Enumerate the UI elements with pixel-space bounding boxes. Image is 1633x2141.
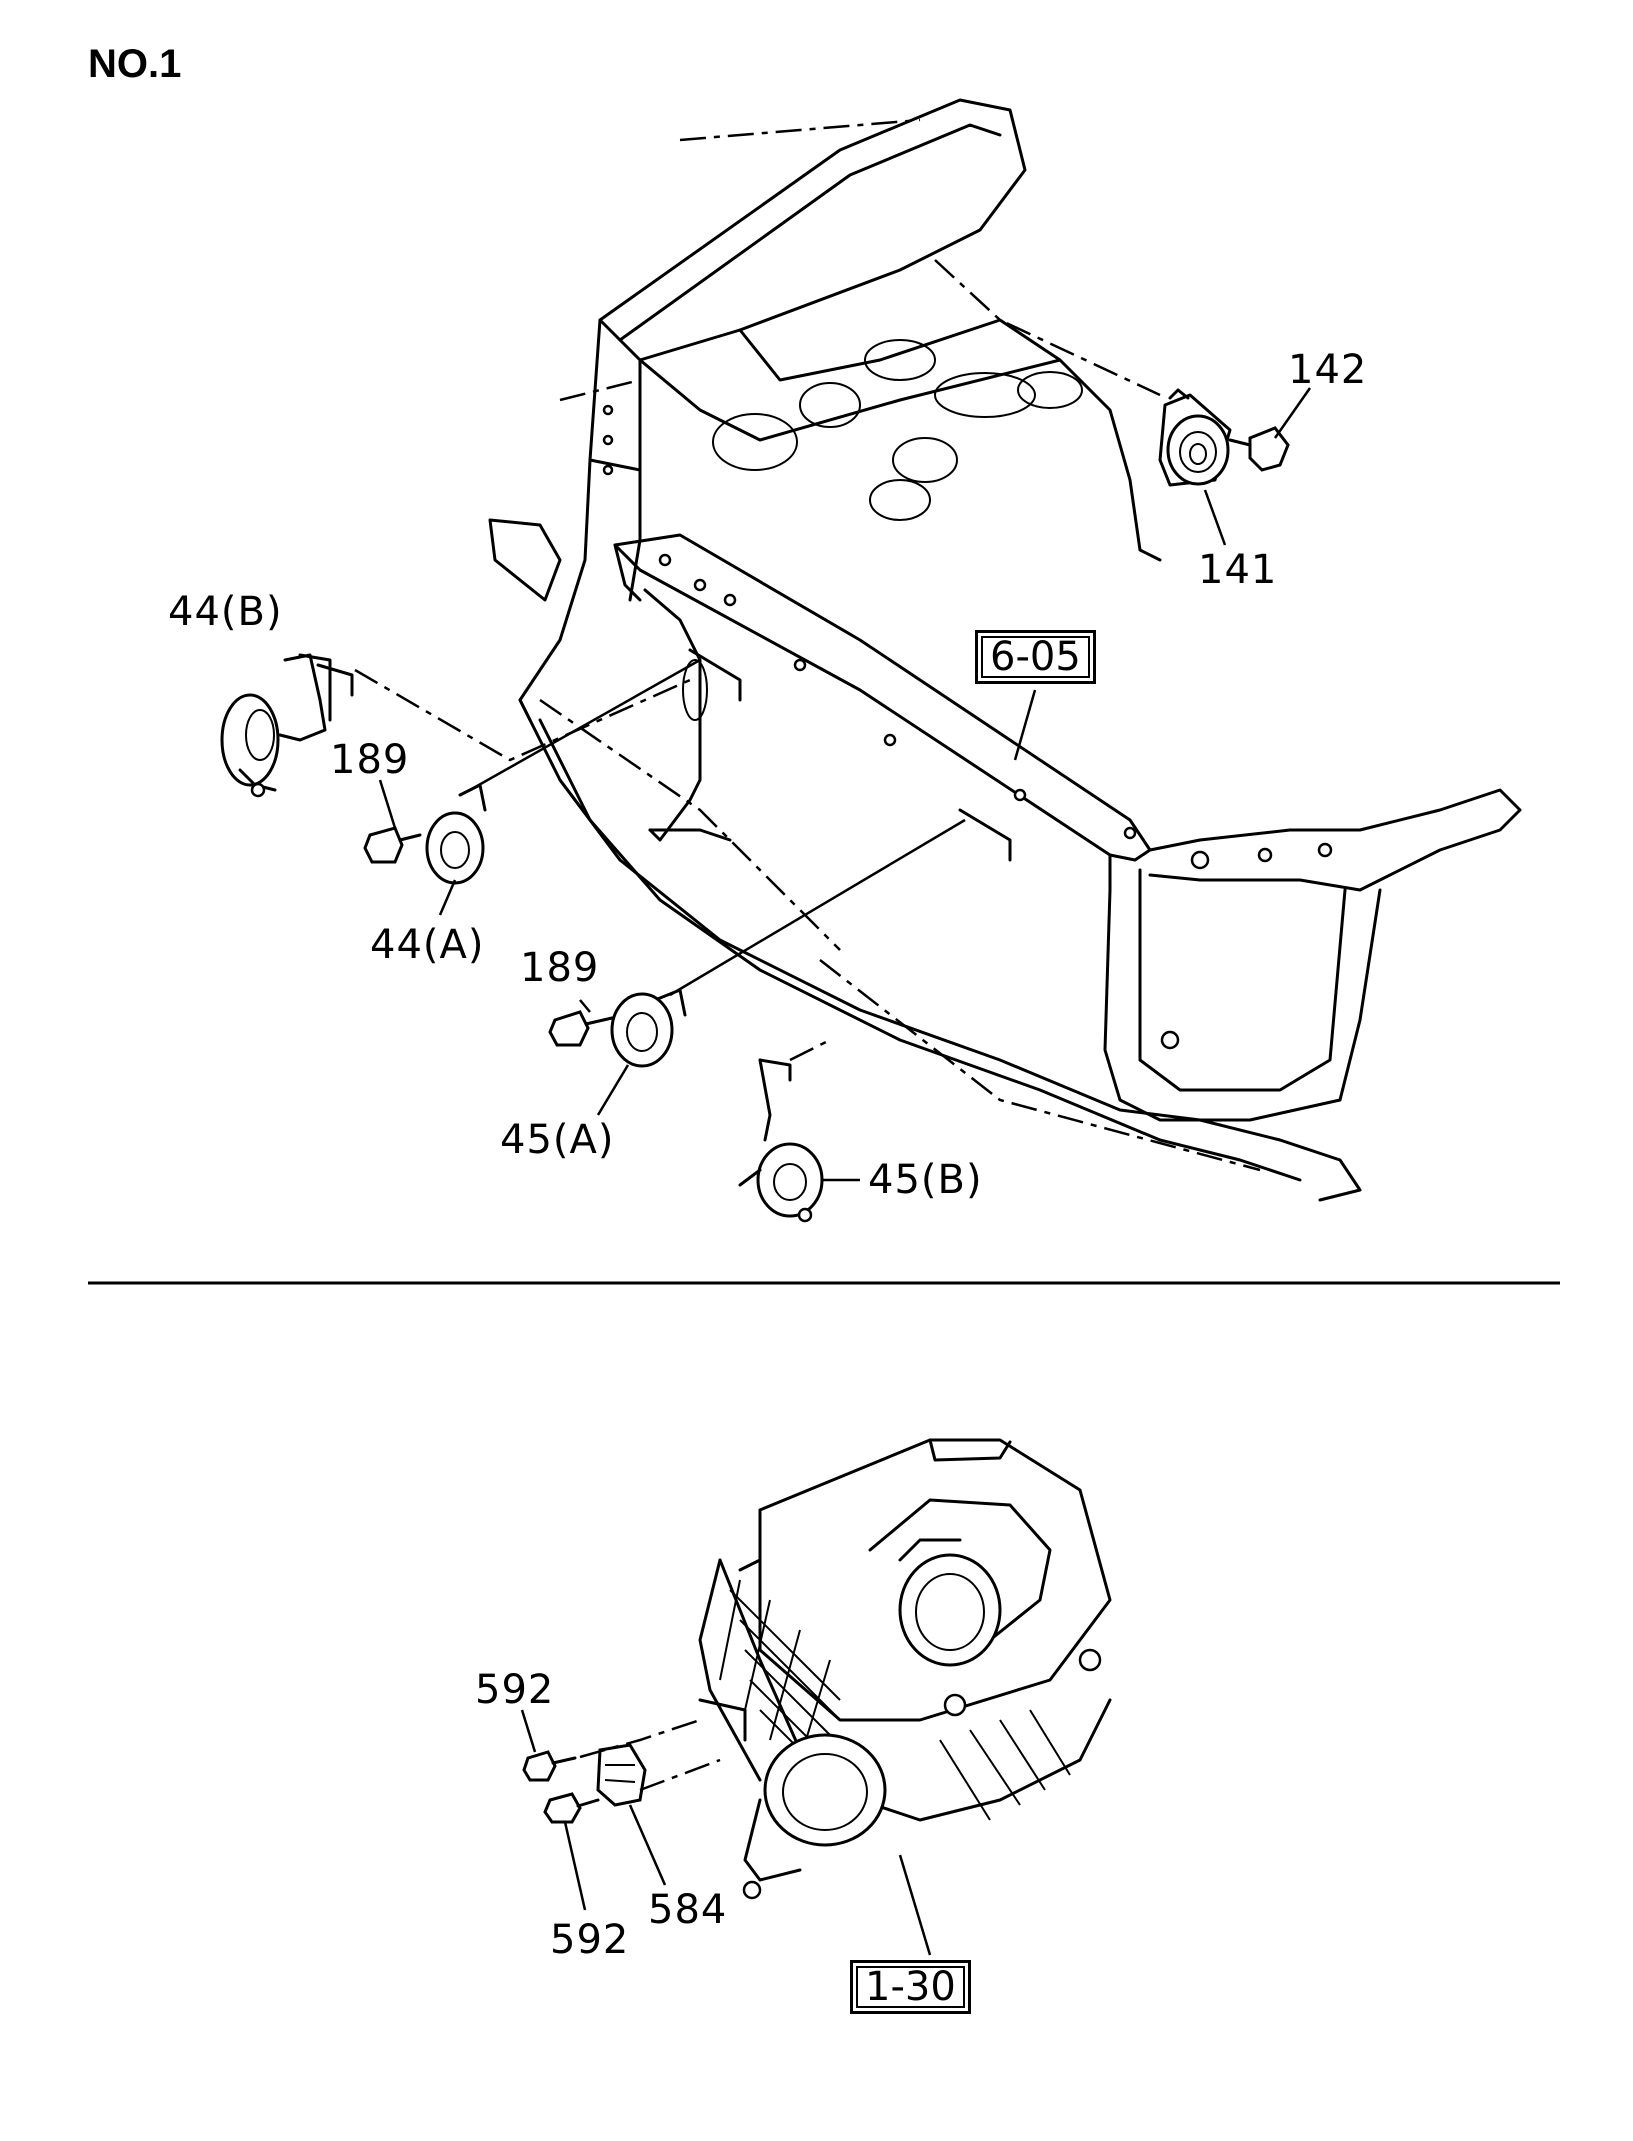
bolt-592-upper [522, 1750, 577, 1782]
callout-189-upper: 189 [330, 737, 410, 783]
bolt-592-lower [543, 1792, 600, 1824]
callout-44b: 44(B) [168, 589, 283, 635]
ref-box-1-30[interactable]: 1-30 [850, 1960, 971, 2014]
callout-142: 142 [1288, 347, 1368, 393]
horn-141 [1158, 388, 1232, 487]
callout-45b: 45(B) [868, 1157, 983, 1203]
bolt-189-upper [363, 826, 422, 864]
bolt-189-lower [548, 1010, 614, 1047]
horn-44a [425, 783, 487, 885]
callout-592-lower: 592 [550, 1917, 630, 1963]
clip-584 [596, 1743, 647, 1807]
page-title: NO.1 [88, 42, 182, 86]
callout-592-upper: 592 [475, 1667, 555, 1713]
callout-45a: 45(A) [500, 1117, 615, 1163]
callout-584: 584 [648, 1887, 728, 1933]
horn-45a [610, 988, 687, 1068]
horn-45b [738, 1058, 824, 1223]
bolt-142 [1228, 426, 1290, 472]
ref-box-6-05[interactable]: 6-05 [975, 630, 1096, 684]
callout-44a: 44(A) [370, 922, 485, 968]
radiator-support-frame [488, 98, 1522, 1202]
horn-44b [220, 653, 354, 798]
callout-189-lower: 189 [520, 945, 600, 991]
air-cleaner-assembly [698, 1438, 1112, 1900]
callout-141: 141 [1198, 547, 1278, 593]
